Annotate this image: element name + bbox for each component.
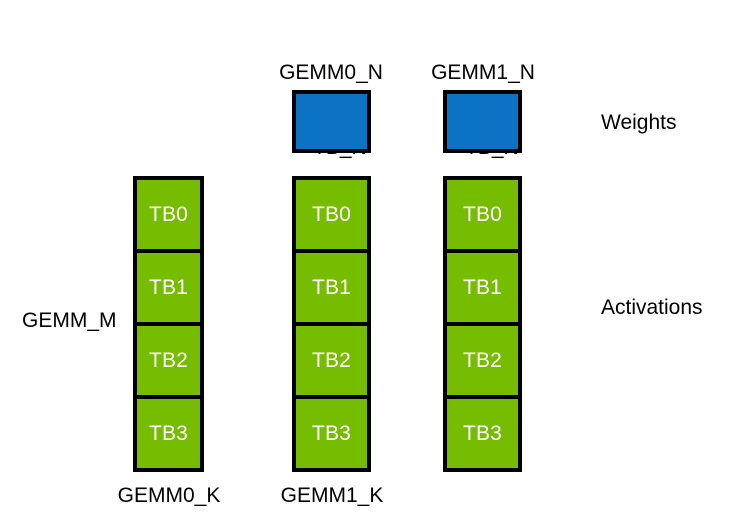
activation-column-1: TB0 TB1 TB2 TB3: [292, 176, 371, 472]
tb-cell: TB1: [292, 249, 371, 326]
gemm0-n-label-line1: GEMM0_N: [279, 61, 383, 84]
gemm1-n-label-line1: GEMM1_N: [431, 61, 535, 84]
tb-cell-label: TB1: [311, 276, 352, 299]
tb-cell-label: TB3: [462, 422, 503, 445]
tb-cell-label: TB2: [311, 349, 352, 372]
tb-cell: TB3: [292, 395, 371, 472]
gemm1-k-label: GEMM1_K: [280, 484, 384, 507]
gemm0-weight-tile: [292, 90, 371, 153]
tb-cell-label: TB3: [148, 422, 189, 445]
activation-column-0: TB0 TB1 TB2 TB3: [133, 176, 204, 472]
gemm0-k-label: GEMM0_K: [117, 484, 221, 507]
tb-cell-label: TB3: [311, 422, 352, 445]
tb-cell-label: TB0: [462, 203, 503, 226]
tb-cell-label: TB2: [148, 349, 189, 372]
tb-cell: TB1: [133, 249, 204, 326]
tb-cell-label: TB1: [148, 276, 189, 299]
gemm1-weight-tile: [443, 90, 522, 153]
tb-cell: TB3: [443, 395, 522, 472]
tb-cell: TB2: [133, 322, 204, 399]
tb-cell-label: TB2: [462, 349, 503, 372]
weights-label: Weights: [601, 111, 677, 134]
tb-cell-label: TB0: [311, 203, 352, 226]
tb-cell: TB3: [133, 395, 204, 472]
gemm-m-label: GEMM_M: [22, 309, 117, 332]
tb-cell: TB0: [133, 176, 204, 253]
tb-cell-label: TB0: [148, 203, 189, 226]
tb-cell: TB0: [292, 176, 371, 253]
tb-cell: TB0: [443, 176, 522, 253]
activations-label: Activations: [601, 296, 703, 319]
tb-cell-label: TB1: [462, 276, 503, 299]
activation-column-2: TB0 TB1 TB2 TB3: [443, 176, 522, 472]
tb-cell: TB2: [292, 322, 371, 399]
tb-cell: TB2: [443, 322, 522, 399]
tb-cell: TB1: [443, 249, 522, 326]
